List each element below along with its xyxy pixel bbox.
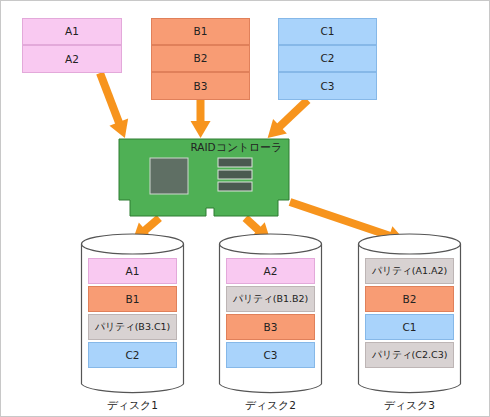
block-label: パリティ(B3.C1) <box>95 321 171 332</box>
data-block: C3 <box>278 72 377 100</box>
data-block: C1 <box>278 18 377 45</box>
data-block: C2 <box>278 45 377 72</box>
data-block: パリティ(C2.C3) <box>365 342 454 368</box>
data-block: A1 <box>22 18 122 45</box>
block-label: A2 <box>65 53 79 66</box>
data-block: パリティ(B1.B2) <box>226 286 315 312</box>
data-block: B3 <box>151 72 250 100</box>
data-block: C2 <box>88 342 177 368</box>
block-label: C2 <box>125 349 139 362</box>
memory-chip <box>218 182 252 191</box>
disk-drive: ディスク1 A1B1 パリティ(B3.C1) C2 <box>80 232 185 414</box>
arrow-group <box>268 100 308 138</box>
block-label: C1 <box>402 321 416 334</box>
data-block: B2 <box>365 286 454 312</box>
data-flow-arrow <box>100 73 120 124</box>
data-block: A1 <box>88 258 177 284</box>
arrowhead <box>191 121 211 138</box>
block-label: A1 <box>65 25 79 38</box>
cylinder-body <box>359 244 461 393</box>
data-flow-arrow <box>144 218 159 231</box>
data-block: パリティ(B3.C1) <box>88 314 177 340</box>
disk-label: ディスク2 <box>218 399 323 412</box>
data-block: B1 <box>88 286 177 312</box>
block-label: B3 <box>264 321 278 334</box>
data-block: パリティ(A1.A2) <box>365 258 454 284</box>
block-label: C2 <box>320 52 334 65</box>
data-block: C3 <box>226 342 315 368</box>
data-flow-arrow <box>290 202 391 236</box>
cylinder-top <box>82 234 184 254</box>
block-label: B1 <box>194 25 208 38</box>
data-flow-arrow <box>279 100 308 128</box>
block-label: B1 <box>126 293 140 306</box>
cylinder-body <box>82 244 184 393</box>
cylinder-body <box>220 244 322 393</box>
block-label: パリティ(B1.B2) <box>233 293 309 304</box>
block-label: C1 <box>320 25 334 38</box>
disk-drive: ディスク2 A2 パリティ(B1.B2) B3C3 <box>218 232 323 414</box>
block-label: パリティ(C2.C3) <box>372 349 448 360</box>
memory-chip <box>218 158 252 167</box>
memory-chip <box>218 170 252 179</box>
disk-label: ディスク3 <box>357 399 462 412</box>
arrow-group <box>100 73 128 138</box>
raid-controller: RAIDコントローラ <box>118 138 290 218</box>
chip <box>150 158 188 194</box>
controller-label: RAIDコントローラ <box>182 141 290 154</box>
cylinder-top <box>359 234 461 254</box>
block-label: A2 <box>264 265 278 278</box>
data-flow-arrow <box>197 100 205 123</box>
arrowhead <box>268 119 287 138</box>
disk-drive: ディスク3 パリティ(A1.A2) B2C1 パリティ(C2.C3) <box>357 232 462 414</box>
data-block: A2 <box>22 45 122 73</box>
block-label: A1 <box>126 265 140 278</box>
disk-label: ディスク1 <box>80 399 185 412</box>
circuit-board <box>119 139 289 216</box>
data-block: B2 <box>151 45 250 72</box>
cylinder-top <box>220 234 322 254</box>
arrowhead <box>109 119 128 138</box>
data-block: B3 <box>226 314 315 340</box>
block-label: B2 <box>403 293 417 306</box>
block-label: パリティ(A1.A2) <box>372 265 448 276</box>
arrow-group <box>191 100 211 138</box>
data-block: C1 <box>365 314 454 340</box>
data-block: B1 <box>151 18 250 45</box>
block-label: C3 <box>263 349 277 362</box>
data-flow-arrow <box>245 218 259 231</box>
block-label: B3 <box>194 80 208 93</box>
block-label: C3 <box>320 80 334 93</box>
data-block: A2 <box>226 258 315 284</box>
block-label: B2 <box>194 52 208 65</box>
